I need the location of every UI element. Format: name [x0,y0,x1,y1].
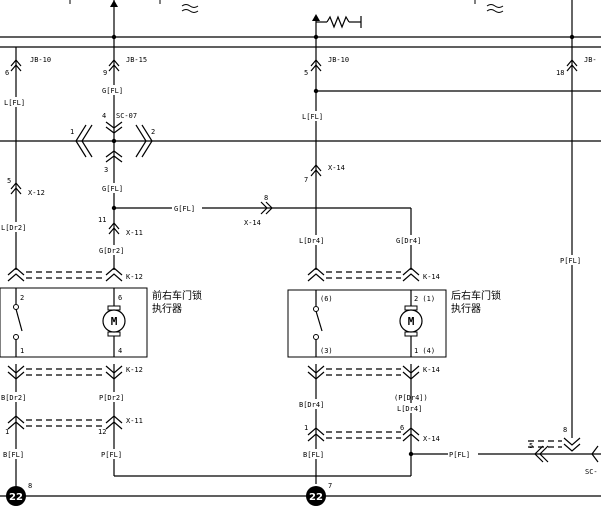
connector-label: X-11 [126,417,143,425]
switch-icon [13,304,23,340]
wire-color-labels: L[FL] G[FL] L[FL] G[FL] G[FL] L[Dr2] G[D… [0,85,588,459]
pin-label: (3) [320,347,333,355]
rear-actuator-title: 执行器 [451,302,481,315]
pin-label: 8 [563,426,567,434]
wire-label: G[Dr4] [396,237,421,245]
connector-label: K-14 [423,366,440,374]
pin-label: 2 [20,294,24,302]
pin-label: 1 [304,424,308,432]
bottom-x-connectors [7,415,599,463]
connector-label: JB- [584,56,597,64]
mid-connectors [10,164,322,235]
wire-label: G[FL] [102,185,123,193]
resistor-icon [316,15,362,29]
connector-label: JB-10 [328,56,349,64]
pin-label: 6 [5,69,9,77]
rear-actuator-title: 后右车门锁 [451,289,501,302]
front-actuator-title: 执行器 [152,302,182,315]
connector-label: K-12 [126,366,143,374]
jb-connectors [10,59,578,72]
top-splice-symbols [181,4,504,13]
vertical-wires [0,0,601,497]
pin-label: 8 [264,194,268,202]
wire-label: (P[Dr4]) [394,394,428,402]
wire-label: L[FL] [302,113,323,121]
sc07-connector [75,121,153,163]
switch-icon [313,306,323,340]
front-door-lock-actuator [0,287,148,358]
top-bus-lines [0,0,601,142]
connector-label: SC- [585,468,598,476]
connector-labels: JB-10 6 JB-15 9 JB-10 5 JB- 18 SC-07 4 1… [5,56,598,476]
wire-label: B[FL] [303,451,324,459]
pin-label: 5 [529,442,533,450]
ground-number: 22 [9,492,23,503]
connector-label: X-14 [328,164,345,172]
connector-label: X-14 [244,219,261,227]
pin-label: 5 [7,177,11,185]
ground-mid: 22 7 [306,482,332,506]
pin-label: (6) [320,295,333,303]
motor-icon [102,305,126,337]
pin-label: 6 [400,424,404,432]
motor-label: M [111,315,118,328]
wire-label: L[Dr4] [299,237,324,245]
connector-label: X-14 [423,435,440,443]
wire-label: P[FL] [449,451,470,459]
pin-label: 12 [98,428,106,436]
ground-left: 22 8 [6,482,32,506]
connector-label: JB-10 [30,56,51,64]
wire-label: B[Dr4] [299,401,324,409]
pin-label: 4 [102,112,106,120]
connector-label: SC-07 [116,112,137,120]
lower-k-connectors [7,365,420,380]
connector-label: K-14 [423,273,440,281]
wire-label: L[Dr2] [1,224,26,232]
pin-label: 2 (1) [414,295,435,303]
motor-icon [399,305,423,337]
pin-label: 5 [304,69,308,77]
connector-label: X-11 [126,229,143,237]
wire-label: B[FL] [3,451,24,459]
wire-label: P[Dr2] [99,394,124,402]
actuator-labels: 前右车门锁 执行器 2 6 1 4 M 后右车门锁 执行器 (6) 2 (1) … [20,289,501,355]
pin-label: 4 [118,347,122,355]
pin-label: 11 [98,216,106,224]
motor-label: M [408,315,415,328]
pin-label: 6 [118,294,122,302]
pin-label: 1 [5,428,9,436]
ground-pin: 8 [28,482,32,490]
junction-dots [111,34,575,457]
wire-label: G[FL] [102,87,123,95]
pin-label: 7 [304,176,308,184]
connector-label: K-12 [126,273,143,281]
pin-label: 3 [104,166,108,174]
wire-label: L[Dr4] [397,405,422,413]
pin-label: 18 [556,69,564,77]
pin-label: 2 [151,128,155,136]
connector-label: JB-15 [126,56,147,64]
wire-label: B[Dr2] [1,394,26,402]
pin-label: 1 [20,347,24,355]
connector-label: X-12 [28,189,45,197]
front-actuator-title: 前右车门锁 [152,289,202,302]
pin-label: 9 [103,69,107,77]
ground-pin: 7 [328,482,332,490]
pin-label: 1 (4) [414,347,435,355]
pin-label: 1 [70,128,74,136]
wire-label: P[FL] [101,451,122,459]
upper-k-connectors [7,267,420,282]
rear-door-lock-actuator [287,289,447,358]
top-arrows [110,0,320,21]
wire-label: G[FL] [174,205,195,213]
ground-number: 22 [309,492,323,503]
wire-label: L[FL] [4,99,25,107]
wire-label: P[FL] [560,257,581,265]
wire-label: G[Dr2] [99,247,124,255]
